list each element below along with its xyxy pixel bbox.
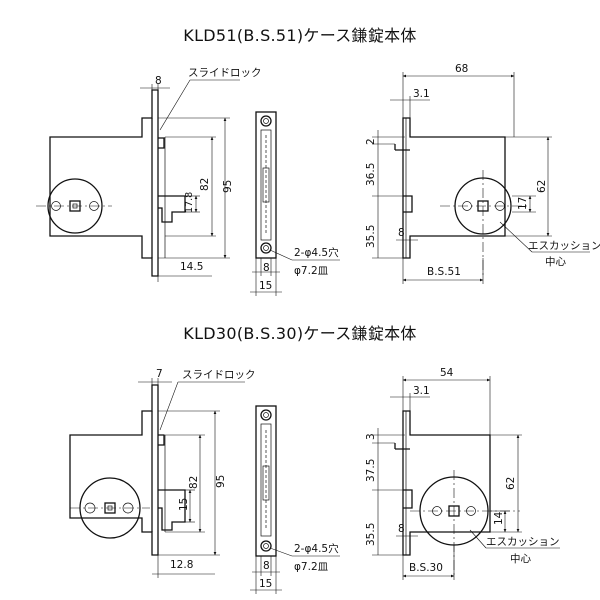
dim-54-30: 54 [440,367,454,379]
kld51-top-view [372,72,590,284]
dim-62-51: 62 [536,180,548,193]
holes-label-51: 2-φ4.5穴 [294,246,339,259]
dim-7-top-30: 7 [156,368,163,380]
dim-12-8-30: 12.8 [170,559,193,571]
countersink-label-51: φ7.2皿 [294,265,329,277]
dim-8-top-view-51: 8 [398,227,405,239]
backset-label-30: B.S.30 [409,562,443,574]
dim-8-top-51: 8 [155,75,162,87]
dim-95-51: 95 [222,180,234,193]
dim-17-8-51: 17.8 [184,192,195,213]
dim-62-30: 62 [505,477,517,490]
dim-37-5-30: 37.5 [365,459,377,482]
slide-lock-label-51: スライドロック [188,67,262,79]
dim-36-5-51: 36.5 [365,163,377,186]
dim-17-51: 17 [517,197,529,210]
dim-14-30: 14 [493,511,505,525]
dim-15-side-51: 15 [259,280,272,292]
diagram-title-kld30: KLD30(B.S.30)ケース鎌錠本体 [183,324,417,343]
dim-35-5-51: 35.5 [365,225,377,248]
center-label-30: 中心 [510,552,531,565]
countersink-label-30: φ7.2皿 [294,561,329,573]
slide-lock-label-30: スライドロック [182,369,256,381]
kld30-front-view [69,378,245,578]
dim-3-30: 3 [365,433,377,440]
dim-15-front-30: 15 [178,498,190,511]
dim-8-top-view-30: 8 [398,523,405,535]
dim-2-51: 2 [365,138,377,145]
escutcheon-label-51: エスカッション [528,240,600,252]
dim-8-side-51: 8 [263,262,270,274]
dim-15-side-30: 15 [259,578,272,590]
center-label-51: 中心 [545,255,566,268]
dim-82-30: 82 [188,476,200,489]
kld51-side-view [250,111,340,296]
dim-3-1-51: 3.1 [413,88,430,100]
dim-8-side-30: 8 [263,560,270,572]
diagram-title-kld51: KLD51(B.S.51)ケース鎌錠本体 [183,26,417,45]
holes-label-30: 2-φ4.5穴 [294,542,339,555]
dim-14-5-51: 14.5 [180,261,203,273]
kld30-side-view [250,405,340,594]
kld30-top-view [372,376,560,580]
escutcheon-label-30: エスカッション [486,536,560,548]
dim-35-5-30: 35.5 [365,523,377,546]
dim-82-51: 82 [199,178,211,191]
kld51-front-view [36,79,240,282]
backset-label-51: B.S.51 [427,266,461,278]
dim-95-30: 95 [215,475,227,488]
dim-68-51: 68 [455,63,468,75]
dim-3-1-30: 3.1 [413,385,430,397]
